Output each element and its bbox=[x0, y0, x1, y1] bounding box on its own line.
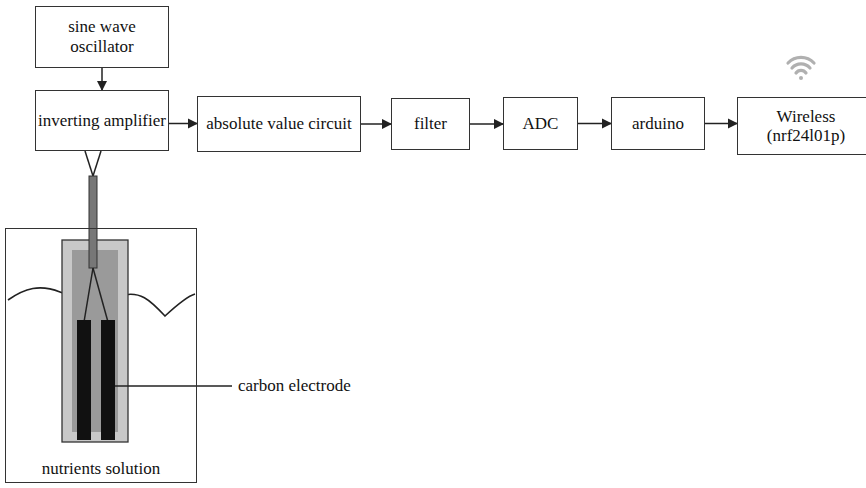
probe-cable bbox=[85, 151, 101, 176]
process-box: sine wave oscillator bbox=[35, 6, 169, 68]
signal-arrow bbox=[169, 123, 197, 125]
process-box: arduino bbox=[611, 97, 705, 150]
process-box: filter bbox=[391, 98, 470, 150]
solution-container: nutrients solution bbox=[5, 228, 197, 483]
process-box: ADC bbox=[503, 97, 578, 150]
node-text: absolute value circuit bbox=[206, 114, 351, 134]
process-box: inverting amplifier bbox=[35, 90, 169, 151]
carbon-electrode bbox=[101, 320, 115, 440]
process-box: absolute value circuit bbox=[197, 96, 361, 152]
probe-housing bbox=[62, 240, 128, 442]
signal-arrow bbox=[705, 123, 737, 125]
node-text: sine wave oscillator bbox=[36, 17, 168, 56]
signal-arrow bbox=[361, 123, 391, 125]
signal-arrow bbox=[101, 68, 103, 90]
signal-arrow bbox=[578, 123, 611, 125]
node-text: filter bbox=[414, 114, 447, 134]
process-box: Wireless (nrf24l01p) bbox=[737, 97, 866, 155]
part-label: carbon electrode bbox=[238, 376, 351, 396]
node-text: Wireless (nrf24l01p) bbox=[738, 107, 866, 146]
carbon-electrode bbox=[77, 320, 91, 440]
leader-line bbox=[115, 385, 232, 386]
node-text: nutrients solution bbox=[40, 459, 163, 479]
signal-arrow bbox=[470, 123, 503, 125]
node-text: inverting amplifier bbox=[38, 111, 166, 131]
node-text: ADC bbox=[523, 114, 559, 134]
electrode-wires bbox=[84, 268, 108, 322]
node-text: arduino bbox=[632, 114, 684, 134]
wifi-icon bbox=[788, 57, 814, 80]
cable-sheath bbox=[89, 176, 97, 268]
